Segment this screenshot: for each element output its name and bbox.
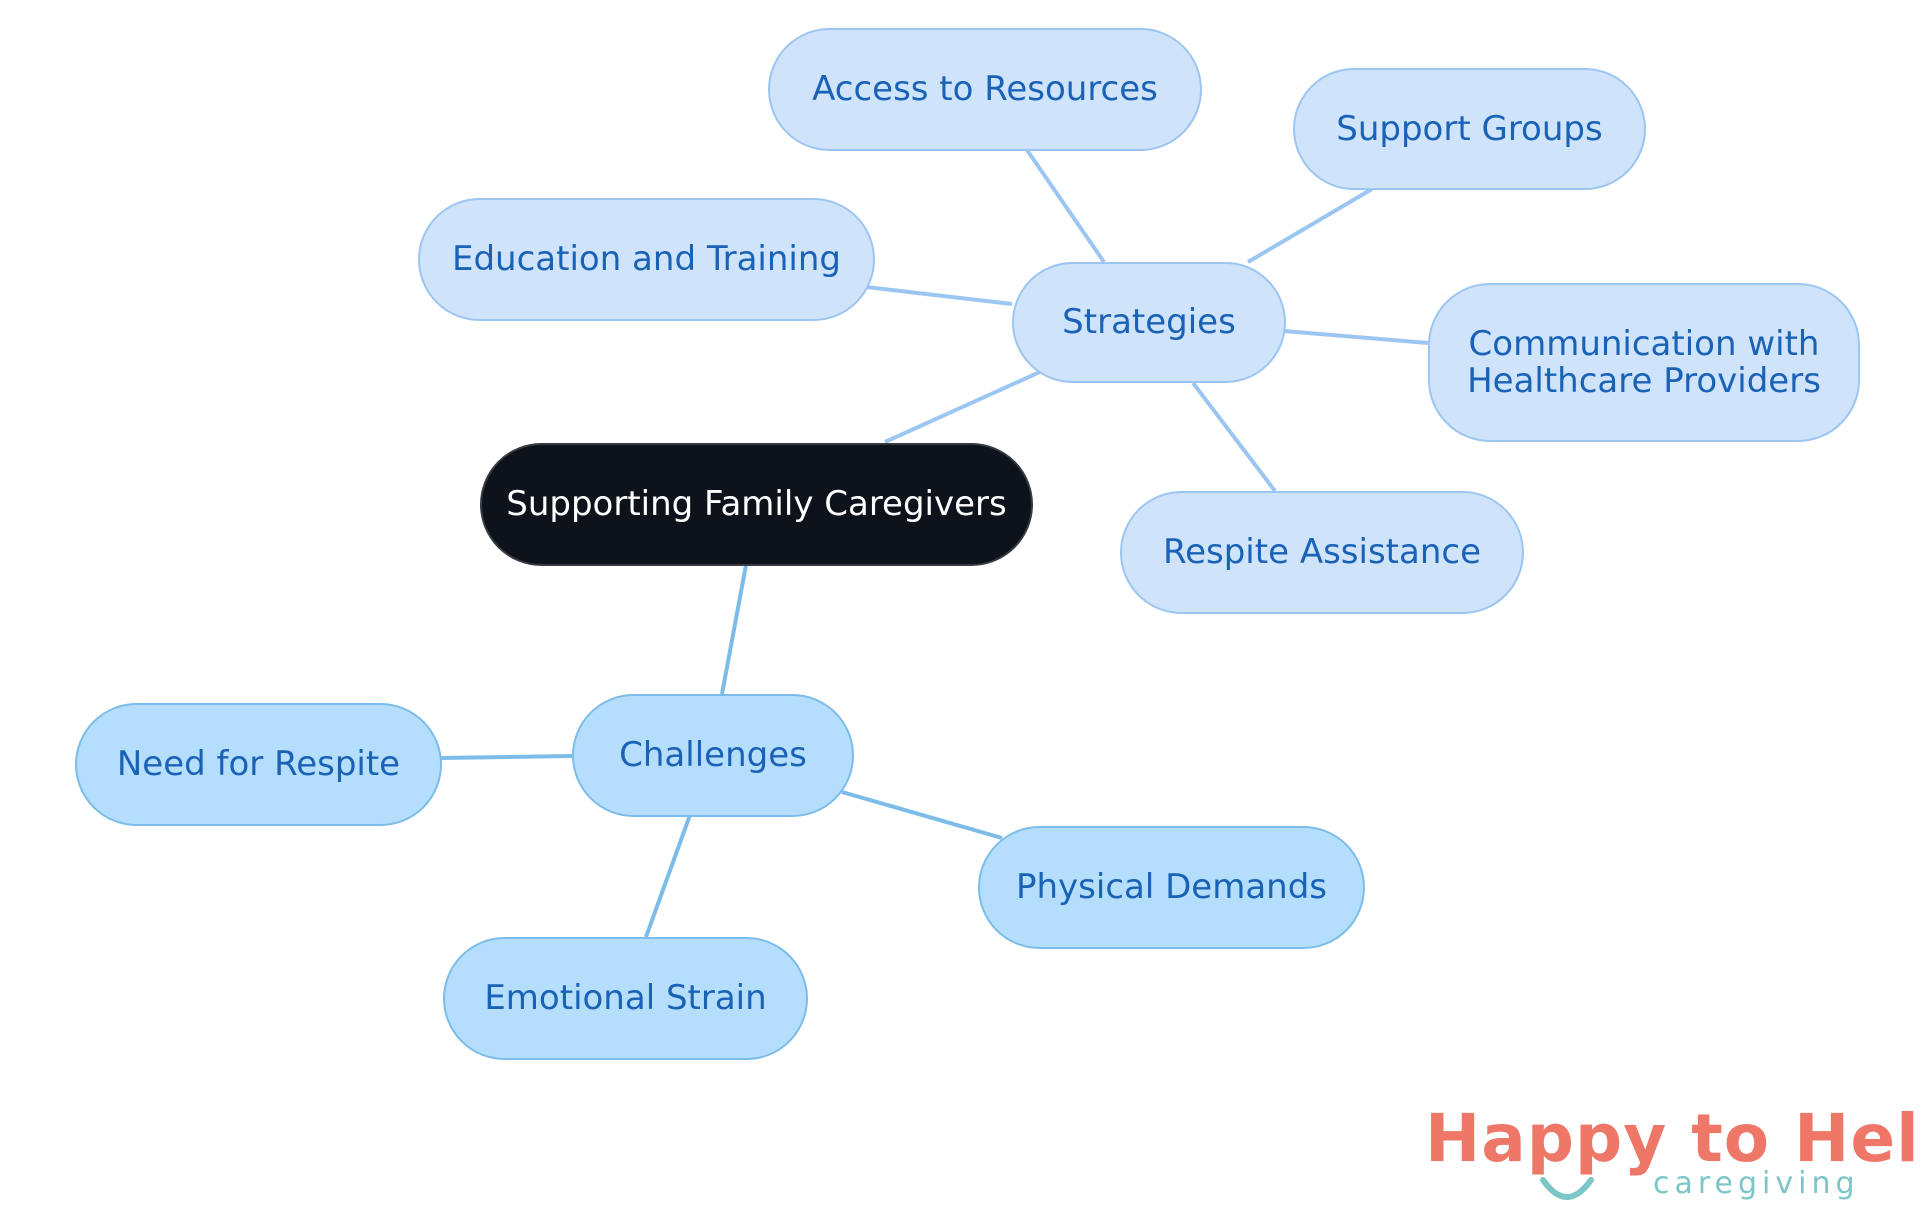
logo-wordmark: Happy to Help <box>1425 1100 1920 1177</box>
respite-assistance-node: Respite Assistance <box>1120 491 1524 614</box>
edge-root-challenges <box>720 564 748 695</box>
strategies-node: Strategies <box>1012 262 1286 383</box>
communication-with-healthcare-providers-node: Communication with Healthcare Providers <box>1428 283 1860 442</box>
edge-strategies-respite <box>1191 381 1277 493</box>
root-node: Supporting Family Caregivers <box>480 443 1033 566</box>
edge-strategies-communication <box>1283 329 1429 345</box>
edge-challenges-emotional <box>644 814 692 938</box>
edge-strategies-access <box>1025 148 1106 264</box>
emotional-strain-node: Emotional Strain <box>443 937 808 1060</box>
happy-to-help-logo: Happy to Help caregiving <box>1425 1100 1920 1210</box>
support-groups-node: Support Groups <box>1293 68 1646 190</box>
edge-challenges-physical <box>841 790 1003 840</box>
edge-challenges-need-respite <box>439 754 573 760</box>
challenges-node: Challenges <box>572 694 854 817</box>
access-to-resources-node: Access to Resources <box>768 28 1202 151</box>
edge-strategies-education <box>865 285 1013 306</box>
need-for-respite-node: Need for Respite <box>75 703 442 826</box>
logo-tagline: caregiving <box>1653 1166 1860 1201</box>
education-and-training-node: Education and Training <box>418 198 875 321</box>
smile-icon <box>1540 1177 1594 1200</box>
edge-strategies-support-groups <box>1246 187 1374 264</box>
edge-root-strategies <box>884 369 1043 444</box>
physical-demands-node: Physical Demands <box>978 826 1365 949</box>
